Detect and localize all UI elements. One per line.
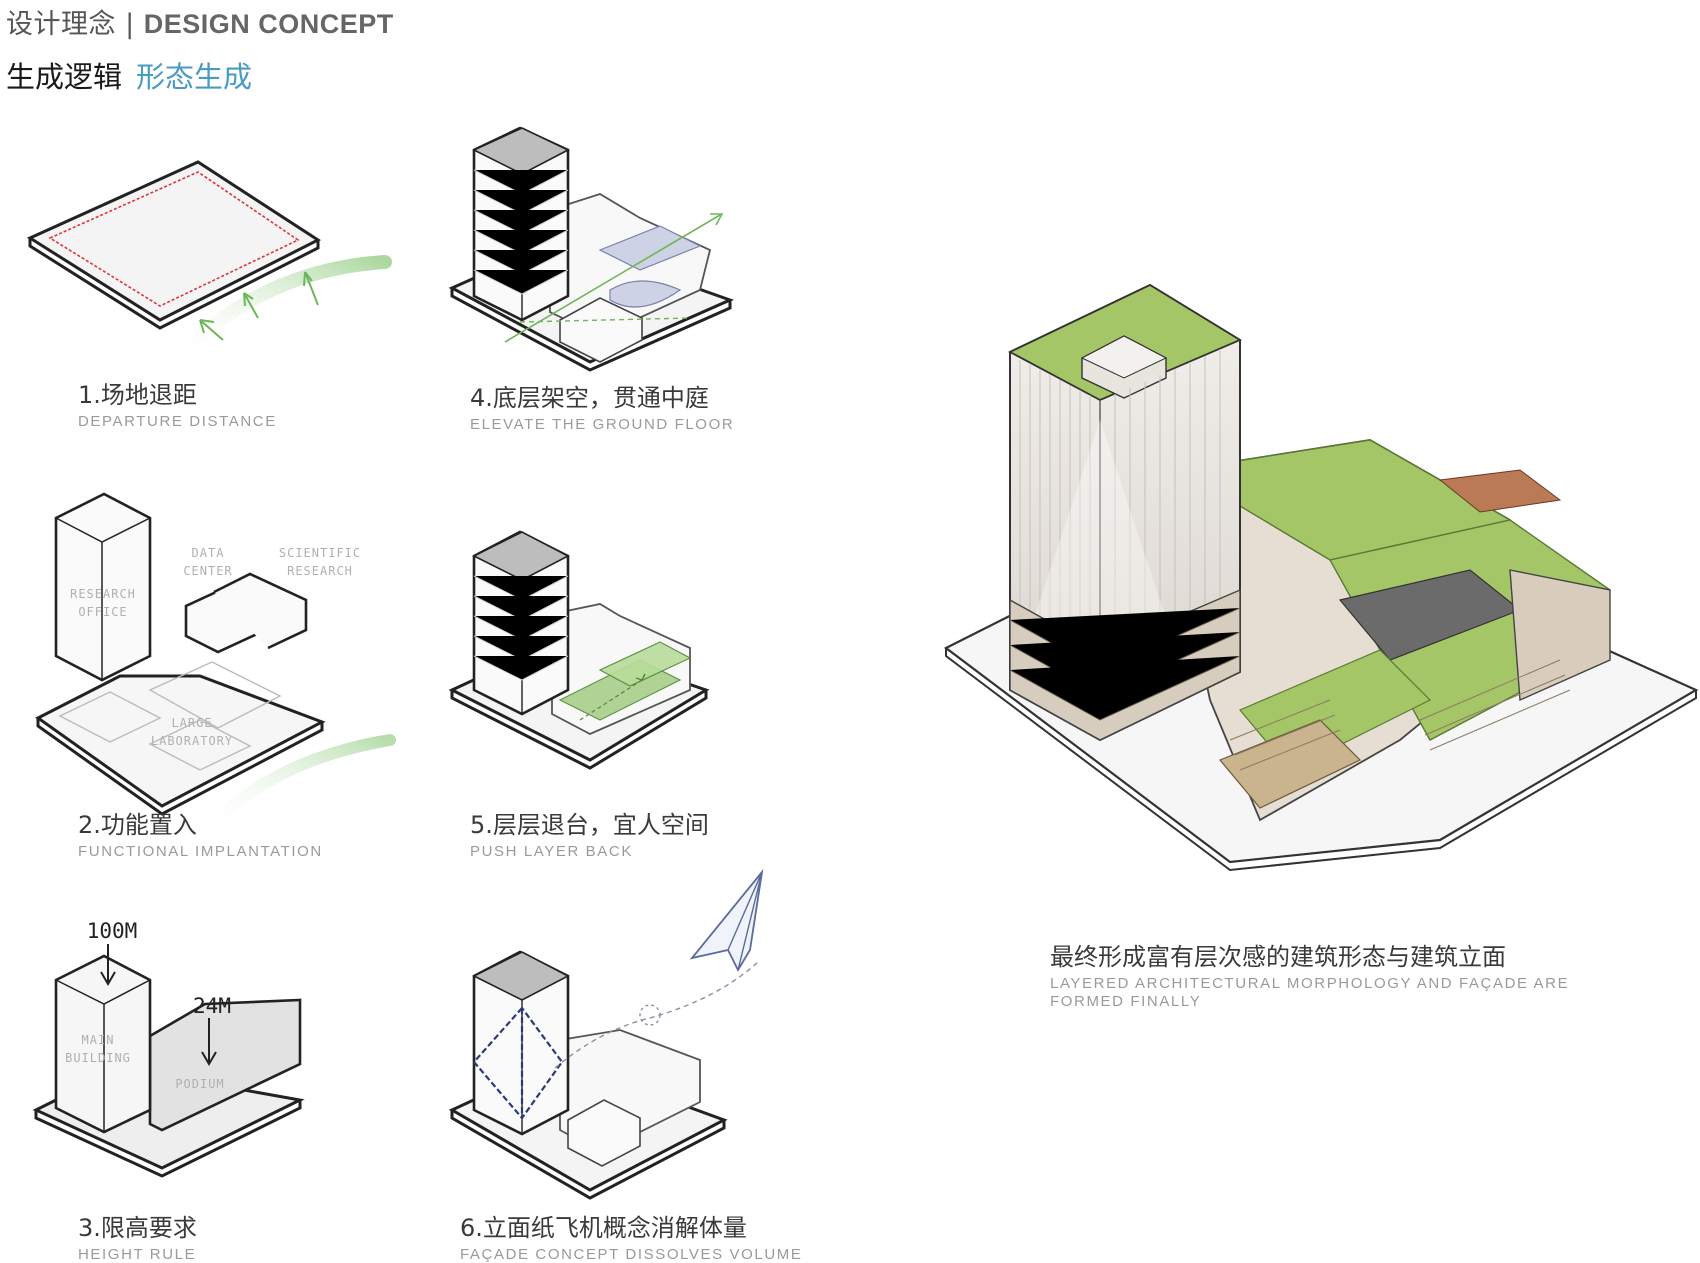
label-height-main: 100M — [87, 919, 138, 943]
caption-step-3-en: HEIGHT RULE — [78, 1246, 197, 1263]
caption-final: 最终形成富有层次感的建筑形态与建筑立面 LAYERED ARCHITECTURA… — [1050, 937, 1569, 1010]
caption-step-2-cn: 2.功能置入 — [78, 811, 197, 839]
caption-step-2: 2.功能置入 FUNCTIONAL IMPLANTATION — [78, 805, 323, 860]
caption-step-6: 6.立面纸飞机概念消解体量 FAÇADE CONCEPT DISSOLVES V… — [460, 1208, 802, 1263]
label-podium: PODIUM — [175, 1077, 224, 1091]
label-scientific-research-1: SCIENTIFIC — [279, 546, 361, 560]
subtitle-highlight: 形态生成 — [136, 60, 253, 94]
label-data-center-2: CENTER — [183, 564, 232, 578]
caption-step-4: 4.底层架空，贯通中庭 ELEVATE THE GROUND FLOOR — [470, 378, 734, 433]
caption-final-cn: 最终形成富有层次感的建筑形态与建筑立面 — [1050, 943, 1506, 971]
diagram-height-rule: 100M 24M MAIN BUILDING PODIUM — [32, 919, 305, 1178]
diagram-push-layer-back — [448, 530, 710, 770]
label-research-office-2: OFFICE — [78, 605, 127, 619]
caption-step-5-en: PUSH LAYER BACK — [470, 843, 633, 860]
caption-step-6-en: FAÇADE CONCEPT DISSOLVES VOLUME — [460, 1246, 803, 1263]
green-arrows — [199, 271, 319, 341]
caption-step-1: 1.场地退距 DEPARTURE DISTANCE — [78, 375, 277, 430]
label-scientific-research-2: RESEARCH — [287, 564, 353, 578]
page-subtitle: 生成逻辑形态生成 — [6, 60, 253, 94]
caption-final-en-2: FORMED FINALLY — [1050, 993, 1202, 1010]
caption-step-4-en: ELEVATE THE GROUND FLOOR — [470, 416, 735, 433]
caption-step-6-cn: 6.立面纸飞机概念消解体量 — [460, 1214, 747, 1242]
caption-step-5: 5.层层退台，宜人空间 PUSH LAYER BACK — [470, 805, 709, 860]
caption-step-1-cn: 1.场地退距 — [78, 381, 197, 409]
caption-step-2-en: FUNCTIONAL IMPLANTATION — [78, 843, 323, 860]
label-main-building-2: BUILDING — [65, 1051, 131, 1065]
paper-plane-icon — [689, 868, 764, 972]
caption-step-3-cn: 3.限高要求 — [78, 1214, 197, 1242]
diagram-facade-paper-plane — [448, 868, 764, 1200]
caption-step-4-cn: 4.底层架空，贯通中庭 — [470, 384, 709, 412]
label-height-podium: 24M — [193, 994, 231, 1018]
label-data-center-1: DATA — [192, 546, 225, 560]
page-title: 设计理念 | DESIGN CONCEPT — [6, 9, 394, 40]
label-research-office-1: RESEARCH — [70, 587, 136, 601]
diagram-site-setback — [26, 160, 392, 367]
caption-step-5-cn: 5.层层退台，宜人空间 — [470, 811, 709, 839]
label-main-building-1: MAIN — [82, 1033, 115, 1047]
diagram-elevate-ground-floor — [448, 126, 735, 372]
label-large-laboratory-1: LARGE — [171, 716, 212, 730]
caption-final-en-1: LAYERED ARCHITECTURAL MORPHOLOGY AND FAÇ… — [1050, 975, 1570, 992]
caption-step-3: 3.限高要求 HEIGHT RULE — [78, 1208, 197, 1263]
diagram-functional-implantation: RESEARCH OFFICE DATA CENTER SCIENTIFIC R… — [35, 492, 396, 838]
podium-facade-lines — [1229, 659, 1571, 771]
final-building-render — [943, 283, 1699, 872]
label-large-laboratory-2: LABORATORY — [151, 734, 233, 748]
caption-step-1-en: DEPARTURE DISTANCE — [78, 413, 277, 430]
